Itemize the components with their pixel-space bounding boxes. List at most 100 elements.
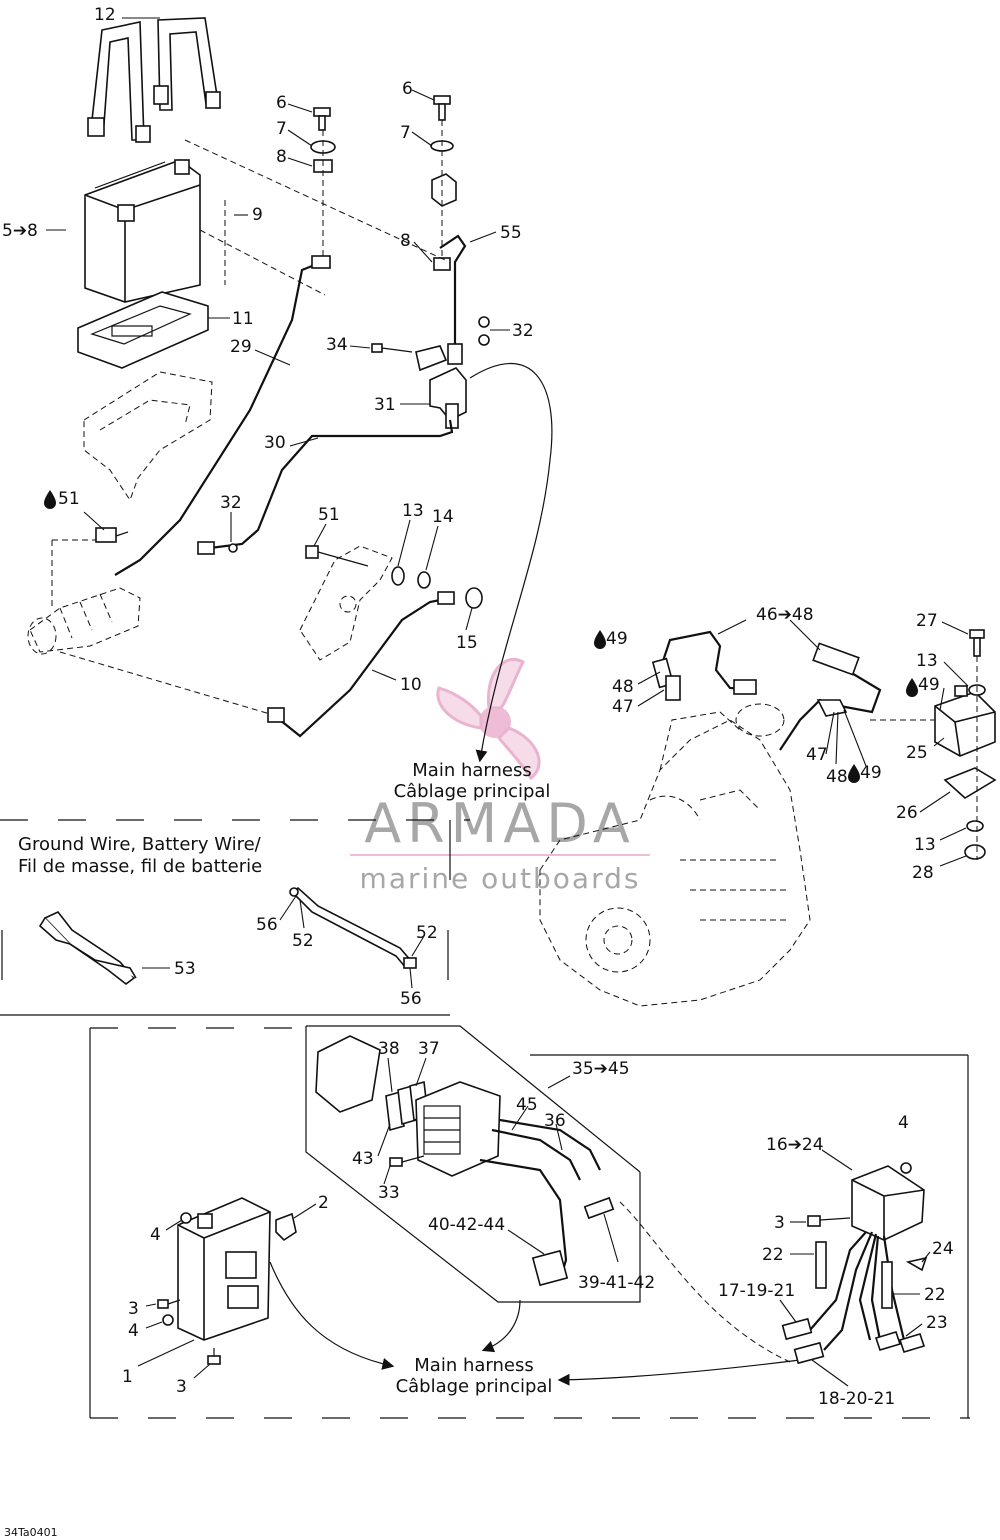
- nut-32a: [478, 316, 490, 328]
- cable-30: [209, 419, 454, 550]
- relay-wires: [809, 1231, 906, 1351]
- ignition-cable-left: [660, 630, 757, 692]
- callout-26: 26: [896, 803, 918, 823]
- section-title-en: Ground Wire, Battery Wire/: [18, 834, 262, 855]
- watermark-brand: ARMADA: [364, 792, 636, 855]
- terminal-18: [793, 1341, 825, 1365]
- callout-28: 28: [912, 863, 934, 883]
- bolt-27: [969, 629, 985, 657]
- main-harness-top-fr: Câblage principal: [394, 781, 551, 802]
- callout-49: 49: [606, 629, 628, 649]
- callout-17-19-21: 17-19-21: [718, 1281, 795, 1301]
- callout-5-8: 5➔8: [2, 221, 38, 241]
- callout-33: 33: [378, 1183, 400, 1203]
- callout-labels: 12 6 7 8 6 7 5➔8 9 8 55 11 32 29 34 31 3…: [2, 5, 954, 1409]
- relay-module: [851, 1165, 925, 1241]
- callout-1: 1: [122, 1367, 133, 1387]
- callout-45: 45: [516, 1095, 538, 1115]
- callout-8: 8: [400, 231, 411, 251]
- nut-32b: [478, 334, 490, 346]
- callout-52: 52: [416, 923, 438, 943]
- screw-3-bottom: [207, 1348, 221, 1365]
- brand-watermark: ARMADA marine outboards: [350, 657, 650, 895]
- callout-16-24: 16➔24: [766, 1135, 824, 1155]
- section-title-fr: Fil de masse, fil de batterie: [18, 856, 262, 877]
- leader-lines: [46, 17, 969, 1387]
- fuse-block: [415, 1081, 501, 1177]
- callout-51: 51: [58, 489, 80, 509]
- nut-14: [417, 571, 431, 589]
- battery-support: [83, 371, 213, 502]
- nut-8-right: [433, 257, 451, 271]
- washer-13-bottom: [966, 820, 984, 832]
- terminal-cover: [431, 173, 457, 207]
- callout-40-42-44: 40-42-44: [428, 1215, 505, 1235]
- drop-icons: [44, 490, 918, 783]
- cable-55: [439, 234, 467, 350]
- ignition-coil-25: [934, 685, 996, 757]
- callout-13: 13: [914, 835, 936, 855]
- callout-47: 47: [612, 697, 634, 717]
- callout-10: 10: [400, 675, 422, 695]
- callout-8: 8: [276, 147, 287, 167]
- callout-43: 43: [352, 1149, 374, 1169]
- callout-39-41-42: 39-41-42: [578, 1273, 655, 1293]
- callout-56: 56: [400, 989, 422, 1009]
- nut-4-bottom: [162, 1314, 174, 1326]
- screw-3-relay: [807, 1215, 851, 1227]
- screw-6-right: [433, 95, 451, 121]
- terminal-17: [781, 1317, 813, 1341]
- harness-route-top: [469, 362, 553, 763]
- connector-40-42-44: [531, 1249, 569, 1287]
- ecu-module-1: [177, 1197, 271, 1341]
- crimping-tool-53: [38, 911, 137, 986]
- harness-route-relay: [557, 1359, 801, 1386]
- callout-51: 51: [318, 505, 340, 525]
- callout-25: 25: [906, 743, 928, 763]
- fuse-box-cover: [315, 1035, 381, 1113]
- callout-37: 37: [418, 1039, 440, 1059]
- callout-30: 30: [264, 433, 286, 453]
- wire-52: [289, 886, 417, 970]
- callout-4: 4: [128, 1321, 139, 1341]
- cable-10: [279, 596, 451, 738]
- screw-3-left: [157, 1299, 181, 1309]
- connector-39-41-42: [583, 1196, 615, 1220]
- callout-6: 6: [402, 79, 413, 99]
- callout-12: 12: [94, 5, 116, 25]
- callout-48: 48: [826, 767, 848, 787]
- main-harness-bottom-fr: Câblage principal: [396, 1376, 553, 1397]
- main-harness-bottom-en: Main harness: [414, 1355, 533, 1376]
- watermark-tagline: marine outboards: [360, 862, 641, 895]
- sleeve-22-left: [815, 1241, 827, 1289]
- callout-29: 29: [230, 337, 252, 357]
- nut-4-top: [180, 1212, 192, 1224]
- callout-56: 56: [256, 915, 278, 935]
- callout-13: 13: [402, 501, 424, 521]
- battery-tray: [77, 291, 209, 369]
- callout-6: 6: [276, 93, 287, 113]
- propeller-logo-icon: [436, 657, 541, 781]
- diagram-code: 34Ta0401: [4, 1526, 58, 1539]
- bolt-51: [305, 545, 369, 567]
- callout-36: 36: [544, 1111, 566, 1131]
- callout-34: 34: [326, 335, 348, 355]
- callout-15: 15: [456, 633, 478, 653]
- callout-52: 52: [292, 931, 314, 951]
- ignition-cable-right: [779, 658, 882, 751]
- callout-32: 32: [220, 493, 242, 513]
- callout-22: 22: [924, 1285, 946, 1305]
- callout-49: 49: [860, 763, 882, 783]
- screw-6-left: [313, 107, 331, 131]
- harness-route-fuse: [481, 1299, 521, 1353]
- callout-7: 7: [400, 123, 411, 143]
- callout-4: 4: [898, 1113, 909, 1133]
- callout-46-48: 46➔48: [756, 605, 814, 625]
- bracket-26: [943, 767, 997, 799]
- callout-13: 13: [916, 651, 938, 671]
- screw-34: [371, 343, 413, 353]
- nut-4-relay: [900, 1162, 912, 1174]
- callout-27: 27: [916, 611, 938, 631]
- callout-31: 31: [374, 395, 396, 415]
